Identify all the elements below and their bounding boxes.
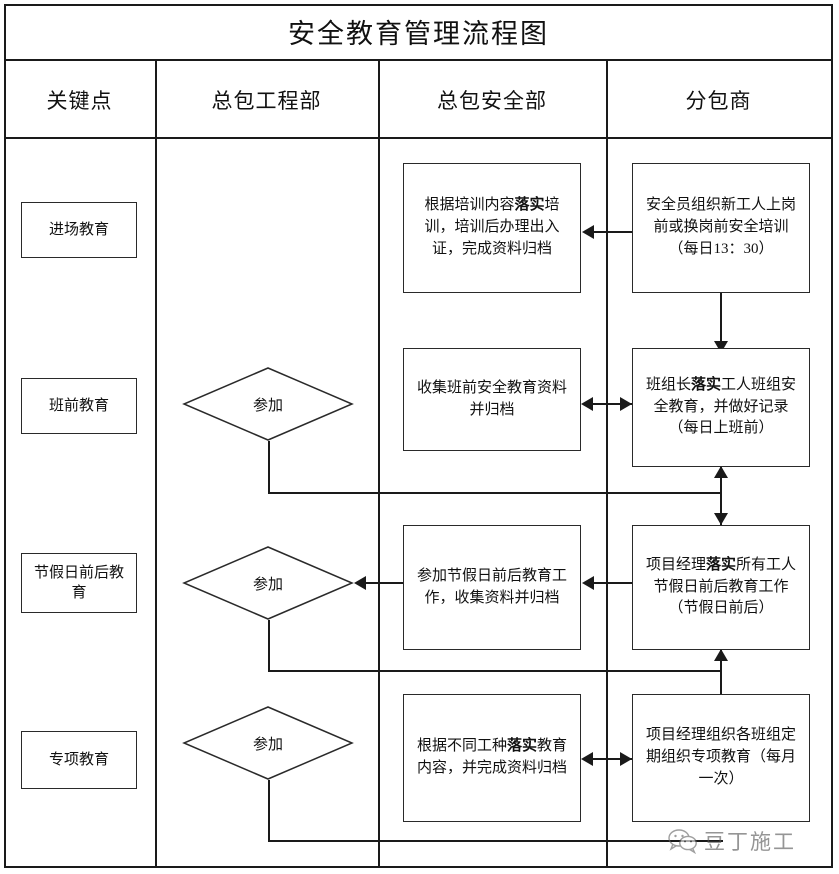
connector-row2-safe-sub-line xyxy=(590,403,634,405)
sub-text-pre-0: 安全员组织新工人上岗前或换岗前安全培训（每日13：30） xyxy=(645,197,796,257)
safe-dept-text-pre-3: 根据不同工种 xyxy=(416,738,507,755)
arrowhead-row2-to-safe-dept xyxy=(581,397,593,411)
connector-row4-safe-sub-line xyxy=(590,758,634,760)
safe-dept-box-entry-education[interactable]: 根据培训内容落实培训，培训后办理出入证，完成资料归档 xyxy=(403,163,581,293)
decision-diamond-special-participate[interactable]: 参加 xyxy=(182,705,354,781)
column-header-band: 关键点 总包工程部 总包安全部 分包商 xyxy=(4,61,833,139)
diamond-shape-icon xyxy=(182,367,354,441)
connector-row2-diamond-down xyxy=(268,441,270,493)
chart-title-band: 安全教育管理流程图 xyxy=(4,4,833,61)
sub-text-post-1: 工人班组安全教育，并做好记录（每日上班前） xyxy=(653,376,797,437)
safe-dept-box-holiday-education[interactable]: 参加节假日前后教育工作，收集资料并归档 xyxy=(403,525,581,650)
arrowhead-row4-to-safe-dept xyxy=(581,752,593,766)
column-header-gc-eng-dept: 总包工程部 xyxy=(211,89,322,113)
connector-row3-row4-sub-line xyxy=(720,650,722,708)
column-rule-3-body xyxy=(606,139,608,868)
sub-text-pre-3: 项目经理组织各班组定期组织专项教育（每月一次） xyxy=(645,727,796,787)
sub-text-bold-2: 落实 xyxy=(705,556,736,573)
page-title: 安全教育管理流程图 xyxy=(288,19,549,49)
arrowhead-row3-to-diamond xyxy=(354,576,366,590)
arrowhead-row3-to-safe-dept xyxy=(582,576,594,590)
arrowhead-row4-to-subcontractor xyxy=(620,752,632,766)
column-header-subcontractor: 分包商 xyxy=(685,89,752,113)
connector-row4-diamond-right xyxy=(268,840,723,842)
connector-row3-sub-to-safe-line xyxy=(594,582,632,584)
connector-row3-diamond-right xyxy=(268,670,720,672)
safe-dept-text-post-0: 培训，培训后办理出入证，完成资料归档 xyxy=(424,197,560,257)
key-point-box-entry-education[interactable]: 进场教育 xyxy=(21,202,137,258)
column-rule-2-body xyxy=(378,139,380,868)
sub-text-bold-1: 落实 xyxy=(690,376,721,393)
arrowhead-row1-to-safe-dept xyxy=(582,225,594,239)
column-rule-3-header xyxy=(606,61,608,139)
key-point-box-preshift-education[interactable]: 班前教育 xyxy=(21,378,137,434)
safe-dept-text-bold-3: 落实 xyxy=(506,738,537,755)
decision-diamond-holiday-participate[interactable]: 参加 xyxy=(182,545,354,621)
decision-diamond-preshift-participate[interactable]: 参加 xyxy=(182,366,354,442)
connector-row4-diamond-down xyxy=(268,780,270,842)
connector-row1-to-row2-sub-line xyxy=(720,293,722,343)
connector-row3-safe-to-diamond-line xyxy=(366,582,403,584)
subcontractor-box-holiday-education[interactable]: 项目经理落实所有工人节假日前后教育工作（节假日前后） xyxy=(632,525,810,650)
safe-dept-box-preshift-education[interactable]: 收集班前安全教育资料并归档 xyxy=(403,348,581,451)
sub-text-pre-1: 班组长 xyxy=(645,376,691,393)
connector-row1-sub-to-safe-line xyxy=(594,231,632,233)
subcontractor-box-special-education[interactable]: 项目经理组织各班组定期组织专项教育（每月一次） xyxy=(632,694,810,822)
column-rule-2-header xyxy=(378,61,380,139)
arrowhead-row2-to-subcontractor xyxy=(620,397,632,411)
subcontractor-box-entry-education[interactable]: 安全员组织新工人上岗前或换岗前安全培训（每日13：30） xyxy=(632,163,810,293)
key-point-box-special-education[interactable]: 专项教育 xyxy=(21,731,137,789)
diamond-shape-icon xyxy=(182,546,354,620)
column-header-gc-safe-dept: 总包安全部 xyxy=(437,89,547,113)
safe-dept-text-bold-0: 落实 xyxy=(514,197,545,214)
safe-dept-text-pre-2: 参加节假日前后教育工作，收集资料并归档 xyxy=(416,567,567,606)
column-rule-1-body xyxy=(155,139,157,868)
watermark: 豆丁施工 xyxy=(668,826,796,856)
safe-dept-box-special-education[interactable]: 根据不同工种落实教育内容，并完成资料归档 xyxy=(403,694,581,822)
column-header-key-point: 关键点 xyxy=(46,89,113,113)
safe-dept-text-pre-1: 收集班前安全教育资料并归档 xyxy=(416,379,567,418)
connector-row3-diamond-down xyxy=(268,620,270,672)
watermark-label: 豆丁施工 xyxy=(704,830,796,854)
chart-outer-border xyxy=(4,4,833,868)
key-point-box-holiday-education[interactable]: 节假日前后教育 xyxy=(21,553,137,613)
sub-text-post-2: 所有工人节假日前后教育工作（节假日前后） xyxy=(653,556,797,617)
diamond-shape-icon xyxy=(182,706,354,780)
arrowhead-row2-row3-sub-down xyxy=(714,513,728,525)
connector-row2-diamond-right xyxy=(268,492,720,494)
arrowhead-row2-row3-sub-up xyxy=(714,466,728,478)
safe-dept-text-post-3: 教育内容，并完成资料归档 xyxy=(416,738,568,776)
column-rule-1-header xyxy=(155,61,157,139)
wechat-icon xyxy=(668,829,697,854)
subcontractor-box-preshift-education[interactable]: 班组长落实工人班组安全教育，并做好记录（每日上班前） xyxy=(632,348,810,467)
sub-text-pre-2: 项目经理 xyxy=(645,556,706,573)
safe-dept-text-pre-0: 根据培训内容 xyxy=(424,197,515,214)
arrowhead-row3-row4-sub-up xyxy=(714,649,728,661)
connector-row2-row3-sub-line xyxy=(720,467,722,525)
